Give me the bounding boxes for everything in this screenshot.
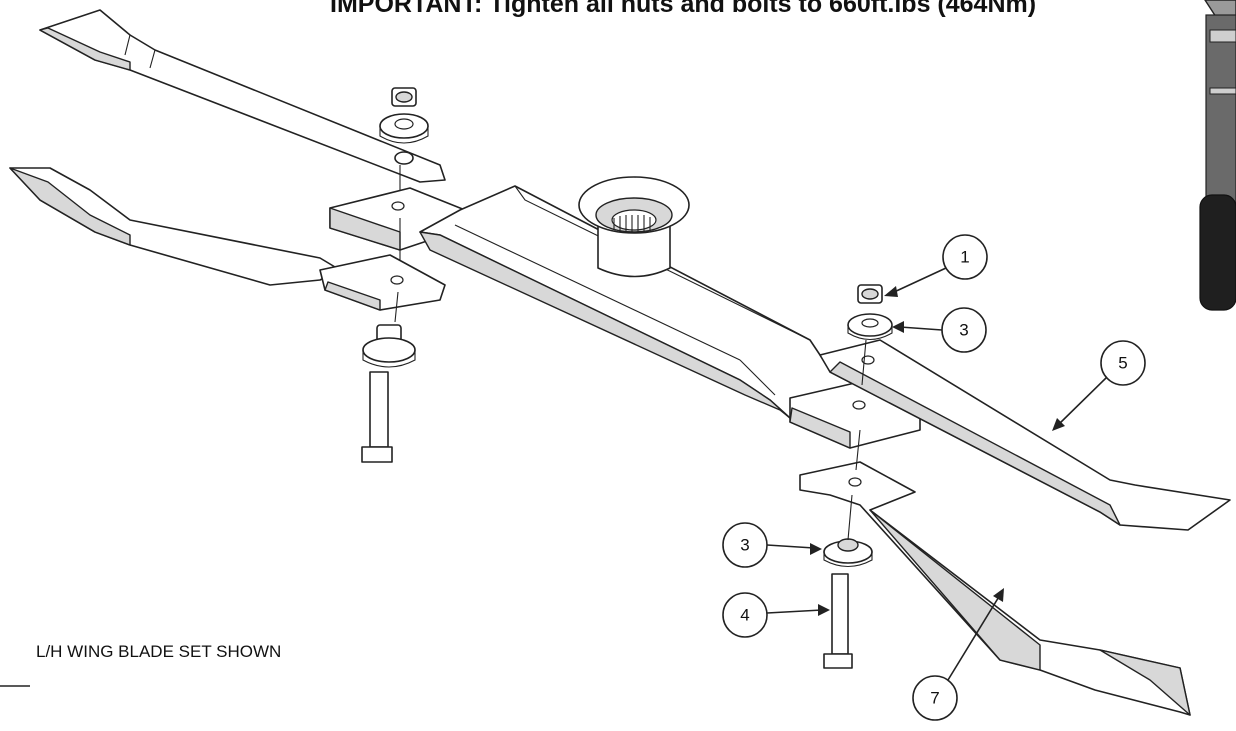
right-lower-blade-item-7 [799, 461, 1191, 716]
torque-notice: IMPORTANT: Tighten all nuts and bolts to… [330, 0, 1037, 18]
callout-4-label: 4 [740, 606, 749, 625]
left-top-washer [379, 113, 429, 144]
callout-5-label: 5 [1118, 354, 1127, 373]
spindle-bearing-housing [578, 176, 690, 278]
callout-4: 4 [722, 592, 830, 638]
right-blade-item-5 [819, 339, 1231, 531]
right-bottom-washer-item-3 [823, 538, 873, 568]
callout-7: 7 [912, 588, 1004, 721]
left-top-nut [391, 87, 417, 107]
callout-3-upper: 3 [892, 307, 987, 353]
lower-left-blade [9, 167, 341, 286]
callout-3-lower: 3 [722, 522, 822, 568]
torque-wrench-image [1199, 0, 1236, 311]
left-lower-washer [362, 337, 416, 368]
callout-1-label: 1 [960, 248, 969, 267]
left-axis-line [394, 165, 401, 323]
right-axis-line [847, 339, 867, 541]
left-top-insert [394, 151, 414, 165]
callout-3-lower-label: 3 [740, 536, 749, 555]
callout-1: 1 [884, 234, 988, 297]
upper-left-blade [39, 9, 446, 183]
callout-7-label: 7 [930, 689, 939, 708]
callout-3-upper-label: 3 [959, 321, 968, 340]
left-lower-plate [319, 254, 446, 311]
right-top-washer-item-3 [847, 313, 893, 341]
right-top-nut-item-1 [857, 284, 883, 304]
view-caption: L/H WING BLADE SET SHOWN [36, 642, 282, 661]
right-bolt-item-4 [823, 573, 853, 669]
left-bolt [361, 371, 393, 463]
callout-5: 5 [1052, 340, 1146, 431]
